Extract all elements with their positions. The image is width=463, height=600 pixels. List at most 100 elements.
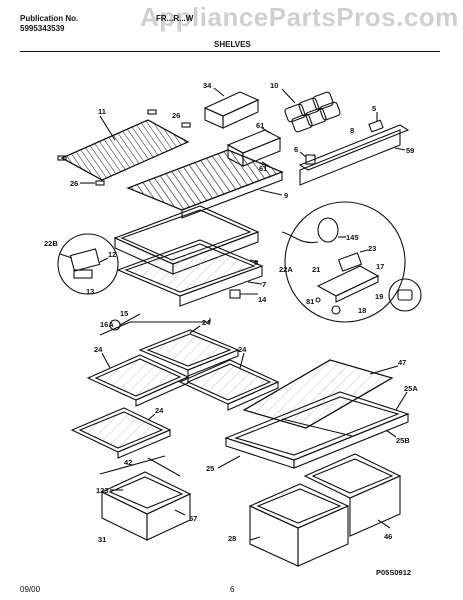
watermark: AppliancePartsPros.com <box>140 2 459 32</box>
model-number: FR...R...W <box>156 14 194 23</box>
freezer-shelf <box>126 149 284 219</box>
header-rule <box>20 51 440 52</box>
callout-28: 28 <box>228 534 236 543</box>
leader-24d <box>147 413 156 421</box>
thermostat <box>337 252 363 272</box>
control-housing <box>316 265 380 297</box>
detail-circle-22b <box>57 233 119 295</box>
leader-25b <box>385 429 397 438</box>
callout-14: 14 <box>258 295 267 304</box>
leader-6 <box>299 151 307 158</box>
callout-145: 145 <box>346 233 359 242</box>
callout-8-keeper: 8 <box>254 258 258 267</box>
shelf-support-bottom <box>95 180 105 186</box>
callout-123: 123 <box>96 486 109 495</box>
callout-9: 9 <box>284 191 288 200</box>
glass-shelf-top <box>138 329 240 377</box>
callout-10: 10 <box>270 81 278 90</box>
glass-shelf-left <box>86 354 190 407</box>
callout-26-top: 26 <box>172 111 180 120</box>
ice-cube-trays <box>284 91 341 133</box>
callout-34: 34 <box>203 81 212 90</box>
leader-47 <box>369 365 399 375</box>
leader-9 <box>259 189 283 196</box>
callout-24-right: 24 <box>238 345 247 354</box>
callout-17: 17 <box>376 262 384 271</box>
crisper-pan-left <box>248 483 350 567</box>
callout-24-left: 24 <box>94 345 103 354</box>
leader-8b <box>249 259 259 263</box>
callout-31: 31 <box>98 535 106 544</box>
leader-28 <box>249 536 261 541</box>
leader-24c <box>239 352 245 369</box>
callout-21: 21 <box>312 265 320 274</box>
callout-5: 5 <box>372 104 376 113</box>
callout-11: 11 <box>98 107 106 116</box>
callout-22b: 22B <box>44 239 58 248</box>
callout-59: 59 <box>406 146 414 155</box>
callout-42: 42 <box>124 458 132 467</box>
callout-12: 12 <box>108 250 116 259</box>
ice-bucket <box>203 91 260 129</box>
crisper-pan-right <box>303 453 402 537</box>
callout-57: 57 <box>189 514 197 523</box>
callout-15: 15 <box>120 309 128 318</box>
footer-date: 09/00 <box>20 585 41 594</box>
drawer-rod <box>99 455 166 475</box>
detail-circle-19 <box>388 278 422 312</box>
glass-shelf-right <box>178 359 280 411</box>
callout-13: 13 <box>86 287 94 296</box>
wire-shelf <box>60 119 190 181</box>
callout-25a: 25A <box>404 384 418 393</box>
rail-clip <box>305 154 316 165</box>
callout-61-top: 61 <box>256 121 264 130</box>
leader-59 <box>394 147 406 151</box>
deli-drawer <box>100 471 192 541</box>
section-title: SHELVES <box>214 40 251 49</box>
callout-23: 23 <box>368 244 376 253</box>
publication-label: Publication No. <box>20 14 79 23</box>
leader-46 <box>377 519 391 529</box>
meat-keeper-drawer <box>116 239 264 307</box>
leader-12 <box>99 257 109 263</box>
leader-25 <box>217 455 241 469</box>
callout-18: 18 <box>358 306 366 315</box>
publication-number: 5995343539 <box>20 24 65 33</box>
damper-control <box>69 248 101 272</box>
leader-7 <box>247 281 263 285</box>
rail-cap <box>368 119 384 133</box>
callout-7: 7 <box>262 280 266 289</box>
callout-47: 47 <box>398 358 406 367</box>
diagram-code: P05S0912 <box>376 568 411 577</box>
control-knob <box>317 217 339 243</box>
leader-23 <box>359 249 369 253</box>
callout-81: 81 <box>306 297 314 306</box>
glass-shelf-bottom <box>70 407 172 459</box>
callout-16a: 16A <box>100 320 114 329</box>
callout-8-rail: 8 <box>350 126 354 135</box>
callout-24-top: 24 <box>202 318 211 327</box>
leader-11 <box>99 115 116 141</box>
control-gasket <box>331 305 341 315</box>
callout-25: 25 <box>206 464 214 473</box>
footer-page: 6 <box>230 585 235 594</box>
leader-25a <box>395 391 408 411</box>
shelf-support-left <box>57 155 67 161</box>
callout-26-bottom: 26 <box>70 179 78 188</box>
callout-46: 46 <box>384 532 392 541</box>
leader-10 <box>281 88 296 104</box>
callout-24-bottom: 24 <box>155 406 164 415</box>
callout-61-bottom: 61 <box>259 164 267 173</box>
callout-6: 6 <box>294 145 298 154</box>
leader-24b <box>101 352 111 369</box>
leader-61a <box>261 127 271 134</box>
shelf-clip <box>229 289 241 299</box>
leader-57 <box>174 509 186 516</box>
leader-15 <box>119 313 141 326</box>
crisper-cover-glass <box>242 359 394 429</box>
shelf-support-top <box>147 109 157 115</box>
callout-25b: 25B <box>396 436 410 445</box>
leader-34 <box>213 87 225 97</box>
callout-19: 19 <box>375 292 383 301</box>
